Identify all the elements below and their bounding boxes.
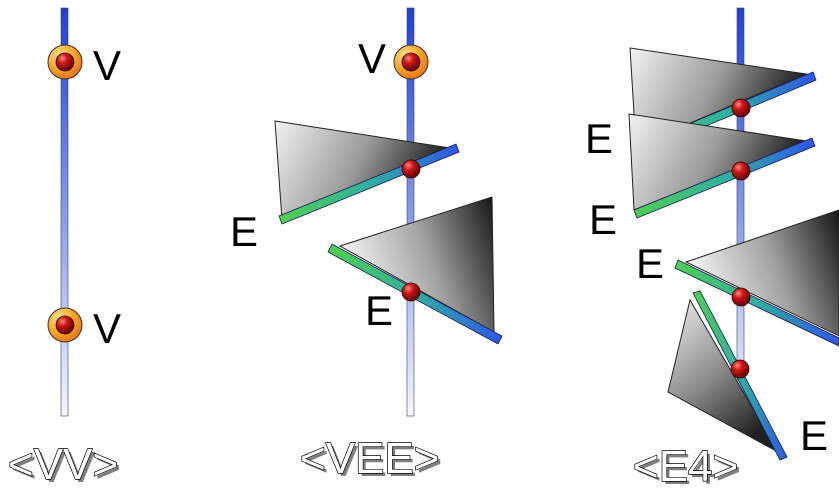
edge-bar-3-e4	[674, 259, 839, 347]
edge-sheet-4-e4	[667, 298, 780, 454]
edge-label-4-e4: E	[800, 412, 828, 459]
panel-e4: E E E E <E4> <E4>	[585, 7, 839, 492]
vertex-top-vv	[47, 44, 83, 80]
edge-sheet-upper-vee	[274, 120, 452, 221]
edge-bar-2-e4	[633, 137, 816, 219]
caption-shadow-vv: <VV>	[11, 443, 121, 492]
edge-label-upper-vee: E	[230, 208, 258, 255]
intersection-4-e4	[730, 359, 750, 379]
edge-label-3-e4: E	[636, 240, 664, 287]
intersection-upper-vee	[401, 159, 421, 179]
intersection-1-e4	[731, 98, 751, 118]
caption-vee: <VEE>	[300, 434, 439, 483]
vertex-bottom-vv	[47, 307, 83, 343]
caption-vv: <VV>	[8, 440, 118, 489]
edge-label-lower-vee: E	[365, 287, 393, 334]
panel-vv: V V <VV> <VV>	[7, 7, 121, 492]
vertex-label-top-vv: V	[93, 42, 121, 89]
intersection-lower-vee	[401, 282, 421, 302]
intersection-3-e4	[731, 287, 751, 307]
edge-sheet-3-e4	[684, 209, 839, 337]
world-line-vee	[406, 7, 415, 417]
edge-label-1-e4: E	[585, 115, 613, 162]
intersection-2-e4	[731, 161, 751, 181]
panel-vee: V E E <VEE> <VEE>	[230, 7, 503, 486]
caption-e4: <E4>	[633, 442, 738, 491]
world-line-vv	[60, 7, 69, 417]
vertex-label-vee: V	[358, 35, 386, 82]
edge-label-2-e4: E	[589, 196, 617, 243]
vertex-label-bottom-vv: V	[93, 305, 121, 352]
caption-shadow-vee: <VEE>	[303, 437, 442, 486]
vertex-top-vee	[393, 44, 429, 80]
caption-shadow-e4: <E4>	[636, 445, 741, 492]
edge-sheet-2-e4	[628, 113, 808, 211]
